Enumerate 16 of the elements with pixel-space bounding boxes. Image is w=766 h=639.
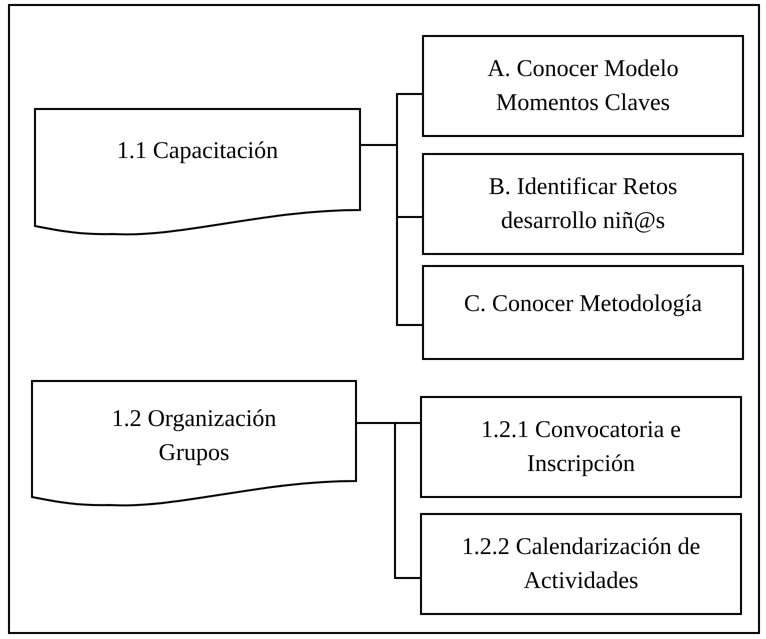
document-shape — [34, 108, 361, 234]
node-label: 1.2 Organización Grupos — [110, 405, 278, 468]
node-label: B. Identificar Retos desarrollo niñ@s — [488, 173, 678, 236]
connector-line — [357, 422, 420, 579]
document-shape — [31, 380, 357, 505]
node-label: A. Conocer Modelo Momentos Claves — [486, 55, 680, 118]
process-box — [422, 265, 744, 360]
node-label: 1.2.1 Convocatoria e Inscripción — [480, 416, 682, 479]
process-box — [420, 396, 742, 498]
node-label: 1.1 Capacitación — [116, 137, 278, 166]
process-box — [420, 513, 742, 615]
connector-line — [361, 144, 422, 326]
process-box — [422, 153, 744, 255]
process-box — [422, 35, 744, 137]
node-label: 1.2.2 Calendarización de Actividades — [460, 533, 702, 596]
node-label: C. Conocer Metodología — [464, 290, 702, 319]
